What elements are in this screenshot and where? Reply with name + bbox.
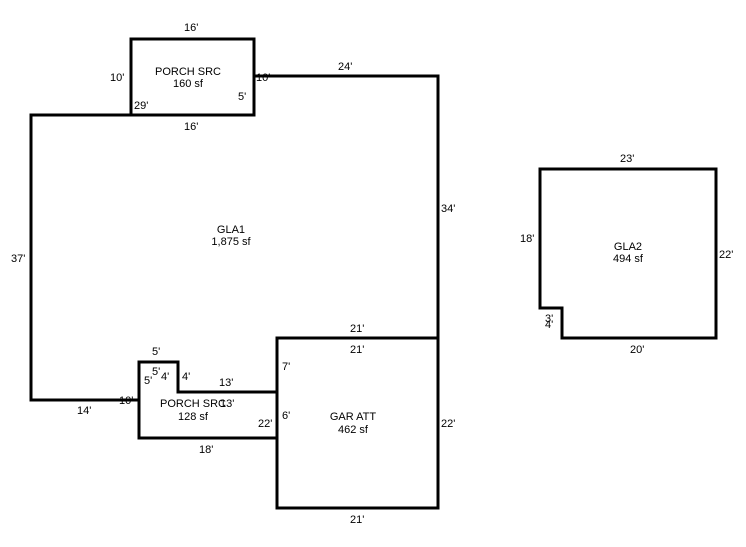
dim-label: 22' [258,418,272,430]
garage-outline [275,336,440,510]
gla1-size: 1,875 sf [211,236,251,248]
dim-label: 14' [77,405,91,417]
dim-label: 5' [152,346,160,358]
dim-label: 22' [719,249,733,261]
porch-bottom-size: 128 sf [178,411,209,423]
dim-label: 5' [152,366,160,378]
porch-bottom-name: PORCH SRC [160,398,226,410]
dim-label: 16' [184,22,198,34]
dim-label: 18' [520,233,534,245]
dim-label: 18' [199,444,213,456]
dim-label: 7' [282,361,290,373]
gla1-outline-right [252,74,440,340]
dim-label: 13' [220,398,234,410]
gla2-size: 494 sf [613,253,644,265]
dim-label: 6' [282,410,290,422]
dim-label: 23' [620,153,634,165]
porch-top-size: 160 sf [173,78,204,90]
dim-label: 24' [338,61,352,73]
dim-label: 4' [161,371,169,383]
gla1-outline [29,113,141,402]
dim-label: 13' [219,377,233,389]
gla2-outline [538,167,718,340]
dim-label: 20' [630,344,644,356]
dim-label: 21' [350,344,364,356]
porch-top-name: PORCH SRC [155,66,221,78]
dim-label: 10' [256,72,270,84]
dim-label: 34' [441,203,455,215]
dim-label: 22' [441,418,455,430]
garage-size: 462 sf [338,424,369,436]
dim-label: 3' [545,313,553,325]
dim-label: 37' [11,253,25,265]
garage-name: GAR ATT [330,411,377,423]
dim-label: 29' [134,100,148,112]
dim-label: 4' [182,371,190,383]
dim-label: 21' [350,514,364,526]
dim-label: 5' [144,375,152,387]
dim-label: 10' [119,395,133,407]
porch-bottom-outline [137,360,279,440]
gla1-name: GLA1 [217,224,245,236]
dim-label: 16' [184,121,198,133]
dim-label: 10' [110,72,124,84]
dim-label: 21' [350,323,364,335]
dim-label: 5' [238,91,246,103]
dim-label: 4' [545,319,553,331]
gla2-name: GLA2 [614,241,642,253]
